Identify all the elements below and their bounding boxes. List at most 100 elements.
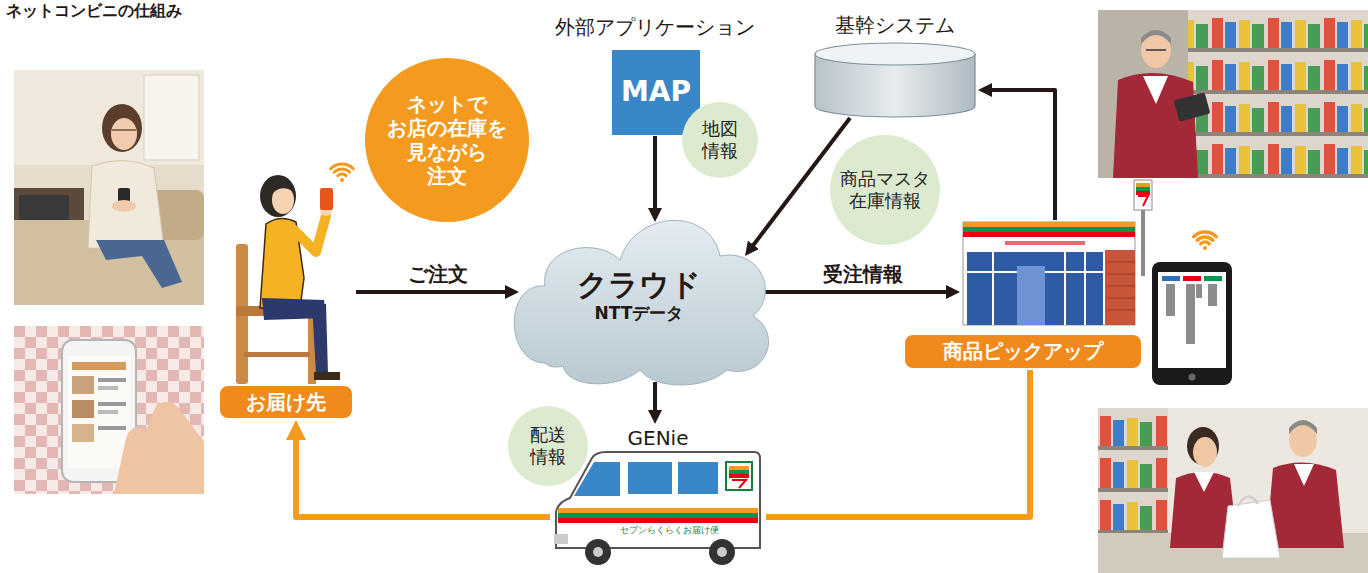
photo-store-handover <box>1289 420 1317 434</box>
delivery-route-arrow <box>766 370 1030 517</box>
node-illustration <box>340 178 344 182</box>
node-illustration <box>1141 208 1145 276</box>
pill-label: 商品ピックアップ <box>943 340 1103 363</box>
node-illustration <box>717 547 727 557</box>
node-illustration <box>260 175 296 217</box>
photo-store-handover <box>1098 408 1368 573</box>
photo-store-clerk-picking <box>1174 92 1211 122</box>
node-illustration <box>967 252 1103 325</box>
delivery-van: GENieセブンらくらくお届け便 <box>550 424 766 568</box>
node-illustration <box>593 547 603 557</box>
photo-customer-at-home <box>102 104 142 152</box>
store-node: 商品ピックアップ <box>905 212 1167 370</box>
tablet-icon <box>1166 284 1175 316</box>
photo-store-handover <box>1222 500 1280 558</box>
flow-arrow <box>765 290 953 294</box>
node-illustration <box>729 470 749 474</box>
photo-customer-at-home <box>112 200 136 212</box>
heading-label: 外部アプリケーション <box>555 16 755 39</box>
photo-smartphone <box>114 402 204 494</box>
cloud-shape: クラウドNTTデータ <box>505 198 773 386</box>
circle-label: ネットで お店の在庫を 見ながら 注文 <box>387 92 507 188</box>
tablet-icon <box>1189 374 1196 381</box>
circle-label: 地図 情報 <box>702 118 738 161</box>
database-cylinder: 基幹システム <box>812 12 978 118</box>
delivery-destination: お届け先 <box>216 148 356 420</box>
node-illustration <box>312 304 328 374</box>
wifi-symbol <box>1194 232 1217 250</box>
photo-customer-at-home <box>14 70 204 165</box>
heading-holder: 基幹システム <box>812 14 978 37</box>
title-holder: ネットコンビニの仕組み <box>6 1 182 22</box>
photo-store-handover <box>1266 462 1344 548</box>
tablet-icon <box>1152 262 1232 385</box>
tablet-icon <box>1204 276 1222 281</box>
photo-store-clerk-picking <box>1141 30 1171 44</box>
node-illustration <box>314 372 340 380</box>
node-illustration <box>1017 266 1045 325</box>
heading-label: 基幹システム <box>835 14 955 37</box>
node-illustration <box>963 222 1135 325</box>
van-lettering: セブンらくらくお届け便 <box>620 526 719 535</box>
photo-smartphone <box>98 386 118 390</box>
photo-customer-at-home <box>88 160 164 248</box>
app-label: MAP <box>621 77 691 108</box>
circle-shape <box>365 58 529 222</box>
tablet-icon <box>1158 272 1226 368</box>
photo-smartphone <box>98 378 126 382</box>
circle-text-holder: ネットで お店の在庫を 見ながら 注文 <box>365 58 529 222</box>
info-circle: 地図 情報 <box>682 102 758 178</box>
photo-customer-at-home <box>144 75 199 160</box>
pill-label: お届け先 <box>246 391 326 414</box>
photo-smartphone <box>98 402 126 406</box>
node-illustration <box>729 466 749 470</box>
node-illustration <box>556 452 760 548</box>
heading-holder: 外部アプリケーション <box>540 16 770 39</box>
node-illustration <box>709 539 735 565</box>
node-illustration <box>1136 187 1150 191</box>
circle-shape <box>682 102 758 178</box>
wifi-symbol <box>1197 237 1213 240</box>
flow-arrow <box>356 290 512 294</box>
tablet-icon <box>1152 262 1232 385</box>
edge-label: ご注文 <box>408 263 468 286</box>
photo-store-handover <box>1194 472 1214 492</box>
van-text-holder: セブンらくらくお届け便 <box>620 526 719 535</box>
node-illustration <box>266 180 294 198</box>
photo-customer-at-home <box>112 129 136 131</box>
photo-store-clerk-picking <box>1098 10 1368 178</box>
photo-store-clerk-picking <box>1188 10 1368 178</box>
node-illustration <box>963 222 1135 227</box>
tablet-icon <box>1183 276 1201 281</box>
photo-smartphone <box>98 426 126 430</box>
cloud-subtitle: NTTデータ <box>595 303 684 323</box>
wifi-symbol <box>1194 232 1217 237</box>
photo-store-handover <box>1098 408 1368 573</box>
node-illustration <box>558 508 758 513</box>
node-illustration <box>558 518 758 523</box>
circle-text-holder: 商品マスタ 在庫情報 <box>830 135 940 245</box>
photo-smartphone <box>72 424 94 442</box>
photo-customer-at-home <box>14 70 204 305</box>
edge-label-holder: ご注文 <box>408 263 468 286</box>
node-illustration <box>1134 180 1152 210</box>
node-illustration <box>338 174 346 176</box>
node-illustration <box>729 474 749 478</box>
node-illustration <box>331 164 354 169</box>
circle-text-holder: 地図 情報 <box>682 102 758 178</box>
tablet-icon <box>1186 284 1195 344</box>
node-illustration <box>558 513 758 518</box>
circle-label: 配送 情報 <box>530 424 566 467</box>
node-illustration <box>726 462 752 490</box>
edge-label-holder: 受注情報 <box>823 263 903 286</box>
photo-customer-at-home <box>96 240 182 288</box>
node-illustration <box>1105 262 1135 310</box>
node-illustration <box>963 227 1135 232</box>
node-illustration <box>963 232 1135 237</box>
node-illustration <box>514 220 768 385</box>
tablet-icon <box>1196 284 1202 298</box>
photo-customer-at-home <box>14 70 204 305</box>
node-illustration <box>216 148 356 420</box>
photo-smartphone <box>98 410 118 414</box>
node-illustration <box>585 539 611 565</box>
